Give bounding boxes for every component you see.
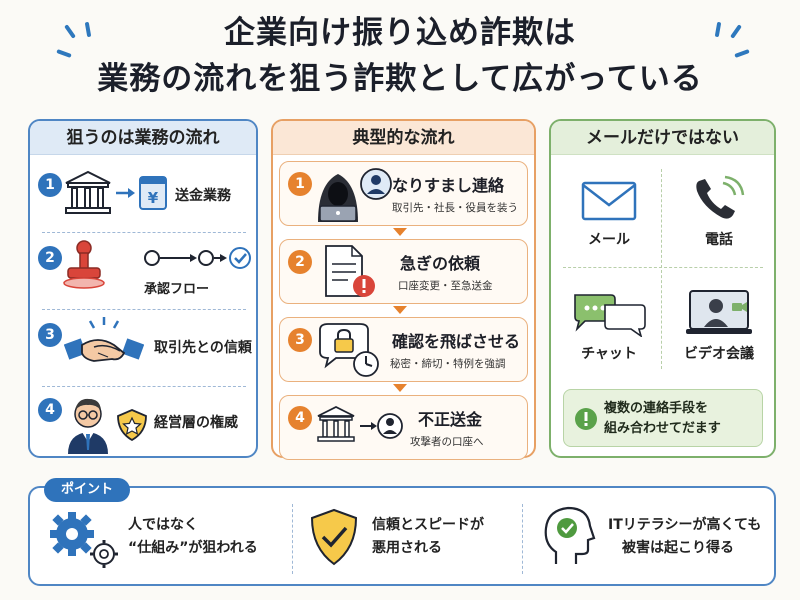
channel-label: 電話: [705, 232, 733, 248]
flow-step-3: 3 確認を飛ばさせる 秘密・締切・特例を強調: [279, 317, 528, 382]
flow-step-subtitle: 取引先・社長・役員を装う: [392, 202, 518, 214]
channel-phone: 電話: [669, 175, 769, 249]
exclamation-icon: [575, 408, 597, 430]
divider: [522, 504, 523, 574]
title-line-1: 企業向け振り込め詐欺は: [224, 15, 576, 51]
hooded-hacker-icon: [318, 168, 392, 222]
flow-step-subtitle: 攻撃者の口座へ: [410, 436, 484, 448]
flow-arrow-icon: [393, 384, 407, 392]
target-item-3: 3 取引先との信頼: [30, 311, 256, 387]
lock-clock-icon: [319, 323, 379, 377]
target-item-2: 2 承認フロー: [30, 234, 256, 310]
number-badge: 2: [38, 246, 62, 270]
phone-icon: [696, 175, 745, 219]
point-2-text: 信頼とスピードが 悪用される: [372, 517, 484, 556]
flow-panel: 典型的な流れ 1 なりすまし連絡 取引先・社長・役員を装う 2 急ぎの: [271, 119, 536, 460]
flow-arrow-icon: [393, 306, 407, 314]
target-item-1: 1 ¥ 送金業務: [30, 157, 256, 233]
target-panel: 狙うのは業務の流れ 1 ¥ 送金業務 2: [28, 119, 258, 458]
channel-label: ビデオ会議: [684, 346, 754, 362]
flow-panel-heading: 典型的な流れ: [273, 121, 534, 155]
point-tag: ポイント: [44, 478, 130, 502]
point-panel: ポイント 人ではなく “仕組み”が狙われる 信頼とスピードが 悪用される: [28, 478, 776, 586]
page-title: 企業向け振り込め詐欺は 業務の流れを狙う詐欺として広がっている: [0, 10, 800, 102]
target-panel-heading: 狙うのは業務の流れ: [30, 121, 256, 155]
head-check-icon: [544, 506, 596, 564]
bank-to-attacker-icon: [317, 405, 403, 442]
flow-step-4: 4 不正送金 攻撃者の口座へ: [279, 395, 528, 460]
number-badge: 4: [38, 398, 62, 422]
target-item-label: 送金業務: [175, 188, 231, 204]
channels-note: 複数の連絡手段を 組み合わせてだます: [563, 389, 763, 447]
target-item-label: 取引先との信頼: [154, 340, 252, 356]
flow-step-title: なりすまし連絡: [392, 176, 505, 195]
video-call-icon: [686, 290, 752, 334]
target-item-4: 4 経営層の権威: [30, 388, 256, 464]
flow-step-subtitle: 口座変更・至急送金: [398, 280, 493, 292]
channel-chat: チャット: [559, 289, 659, 363]
divider: [661, 169, 662, 369]
number-badge: 1: [38, 173, 62, 197]
svg-text:¥: ¥: [148, 189, 159, 207]
flow-step-title: 急ぎの依頼: [400, 254, 481, 273]
urgent-document-icon: [325, 245, 375, 297]
point-3-text: ITリテラシーが高くても 被害は起こり得る: [608, 517, 762, 556]
stamp-flow-icon: [63, 240, 251, 289]
channels-note-text: 複数の連絡手段を 組み合わせてだます: [604, 401, 721, 436]
gears-icon: [50, 512, 118, 568]
channel-label: チャット: [581, 346, 637, 362]
number-badge: 1: [288, 172, 312, 196]
flow-step-subtitle: 秘密・締切・特例を強調: [390, 358, 506, 370]
number-badge: 3: [288, 328, 312, 352]
flow-step-title: 確認を飛ばさせる: [392, 332, 521, 351]
point-1-text: 人ではなく “仕組み”が狙われる: [128, 517, 258, 556]
flow-arrow-icon: [393, 228, 407, 236]
chat-bubbles-icon: [574, 294, 646, 337]
channel-email: メール: [559, 179, 659, 249]
channel-video: ビデオ会議: [665, 289, 773, 363]
envelope-icon: [581, 181, 637, 221]
bank-to-yen-icon: ¥: [65, 170, 167, 214]
flow-step-title: 不正送金: [418, 410, 483, 429]
divider: [563, 267, 763, 268]
target-item-label: 承認フロー: [144, 282, 210, 297]
number-badge: 4: [288, 406, 312, 430]
divider: [292, 504, 293, 574]
channel-label: メール: [588, 232, 630, 248]
executive-badge-icon: [68, 398, 147, 454]
handshake-icon: [64, 317, 144, 362]
channels-panel: メールだけではない メール 電話 チャット: [549, 119, 776, 458]
number-badge: 2: [288, 250, 312, 274]
divider: [42, 232, 246, 233]
channels-panel-heading: メールだけではない: [551, 121, 774, 155]
target-item-label: 経営層の権威: [154, 415, 238, 431]
shield-check-icon: [310, 508, 358, 566]
flow-step-1: 1 なりすまし連絡 取引先・社長・役員を装う: [279, 161, 528, 226]
divider: [42, 386, 246, 387]
divider: [42, 309, 246, 310]
number-badge: 3: [38, 323, 62, 347]
title-line-2: 業務の流れを狙う詐欺として広がっている: [97, 61, 703, 97]
flow-step-2: 2 急ぎの依頼 口座変更・至急送金: [279, 239, 528, 304]
